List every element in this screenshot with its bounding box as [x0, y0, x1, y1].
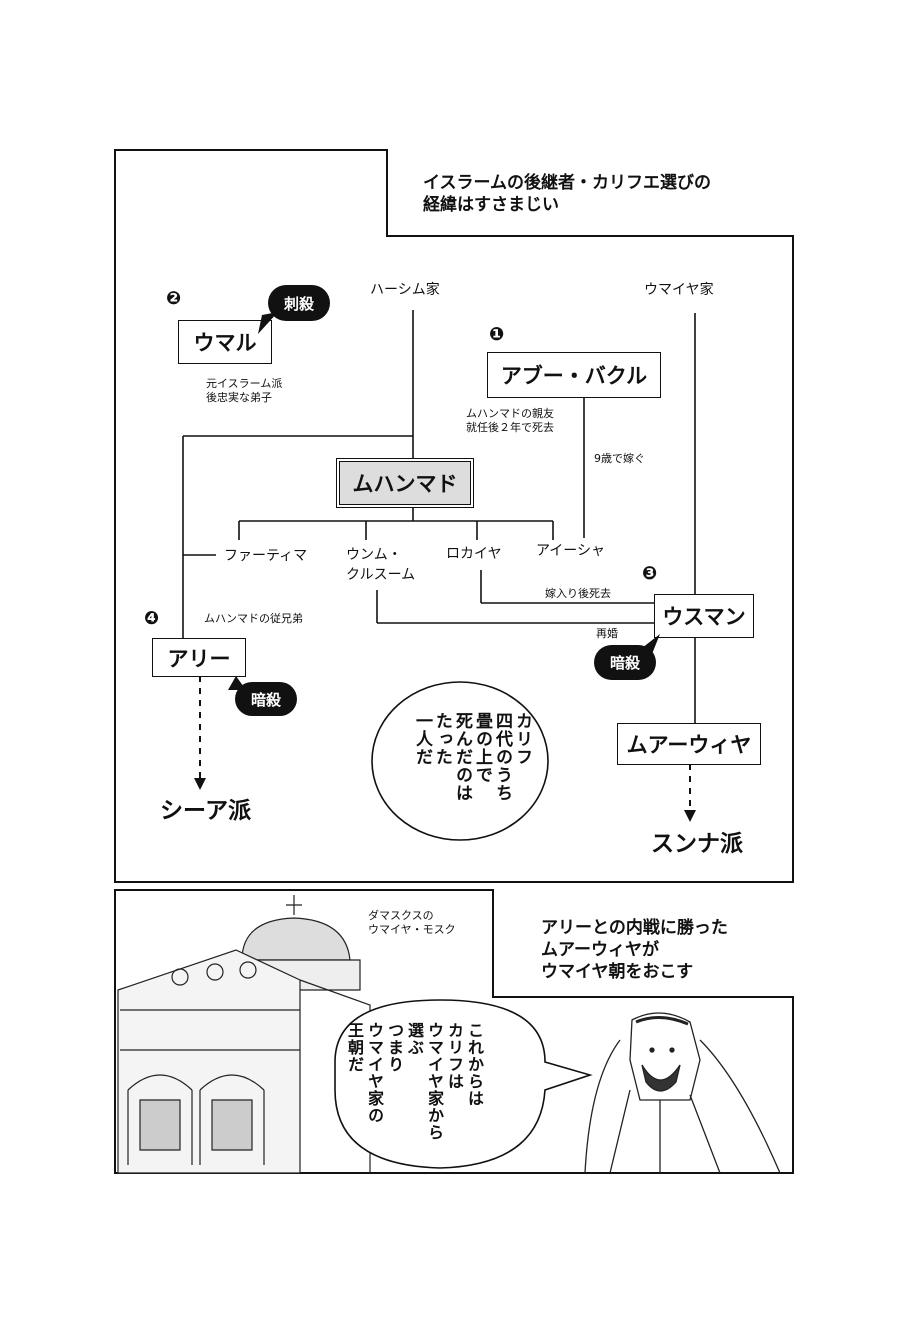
- sunni-sect-label: スンナ派: [651, 831, 743, 857]
- speech-line-2: カリフは: [445, 1022, 464, 1090]
- bubble-line-4: 死んだのは: [452, 712, 472, 802]
- muhammad-box: ムハンマド: [337, 459, 473, 507]
- mosque-label-line-2: ウマイヤ・モスク: [368, 923, 456, 936]
- bubble-line-3: 畳の上で: [472, 712, 492, 784]
- bubble-line-6: 一人だ: [412, 712, 432, 766]
- uthman-fate-badge: 暗殺: [594, 645, 656, 680]
- caliph-abu-bakr-box: アブー・バクル: [487, 352, 661, 398]
- umar-note-line-2: 後忠実な弟子: [206, 391, 272, 404]
- muawiya-box: ムアーウィヤ: [617, 723, 761, 765]
- abu-bakr-note-line-1: ムハンマドの親友: [466, 407, 554, 420]
- mosque-label-line-1: ダマスクスの: [368, 909, 434, 922]
- caliph-3-order-badge: ❸: [642, 563, 658, 584]
- bottom-caption-line-2: ムアーウィヤが: [541, 940, 659, 960]
- daughter-fatima-label: ファーティマ: [224, 548, 308, 564]
- mosque-illustration: [117, 895, 371, 1174]
- married-at-9-label: 9歳で嫁ぐ: [594, 452, 645, 465]
- top-caption-line-2: 経緯はすさまじい: [423, 195, 559, 215]
- caliph-4-order-badge: ❹: [144, 608, 160, 629]
- daughter-ruqayya-label: ロカイヤ: [446, 546, 502, 562]
- caliph-1-order-badge: ❶: [489, 324, 505, 345]
- umar-note: 元イスラーム派 後忠実な弟子: [206, 377, 282, 405]
- ali-note: ムハンマドの従兄弟: [204, 612, 303, 625]
- shia-sect-label: シーア派: [160, 798, 252, 824]
- speech-line-6: ウマイヤ家の: [365, 1022, 384, 1124]
- daughter-umm-kulthum-label: ウンム・ クルスーム: [346, 545, 415, 585]
- mosque-label: ダマスクスの ウマイヤ・モスク: [368, 909, 456, 937]
- caliph-umar-box: ウマル: [178, 320, 272, 364]
- bubble-line-5: たった: [432, 712, 452, 766]
- ali-fate-badge: 暗殺: [235, 682, 297, 716]
- remarried-label: 再婚: [596, 627, 618, 640]
- bottom-caption-line-3: ウマイヤ朝をおこす: [541, 962, 694, 982]
- umm-kulthum-line-2: クルスーム: [346, 567, 416, 583]
- speech-line-3: ウマイヤ家から: [425, 1022, 444, 1141]
- thought-bubble-text: カリフ 四代のうち 畳の上で 死んだのは たった 一人だ: [412, 712, 532, 822]
- bubble-line-2: 四代のうち: [492, 712, 512, 802]
- speech-line-5: つまり: [385, 1022, 404, 1073]
- abu-bakr-note: ムハンマドの親友 就任後２年で死去: [466, 407, 554, 435]
- speech-line-4: 選ぶ: [405, 1022, 424, 1056]
- umm-kulthum-line-1: ウンム・: [346, 547, 402, 563]
- family-umayya-label: ウマイヤ家: [644, 282, 714, 298]
- muawiya-figure: [584, 1012, 781, 1174]
- family-hashim-label: ハーシム家: [370, 282, 440, 298]
- speech-line-7: 王朝だ: [345, 1022, 364, 1073]
- caliph-uthman-box: ウスマン: [654, 594, 754, 638]
- caliph-ali-box: アリー: [152, 638, 246, 677]
- died-after-marriage-label: 嫁入り後死去: [545, 587, 611, 600]
- abu-bakr-note-line-2: 就任後２年で死去: [466, 421, 554, 434]
- caliph-2-order-badge: ❷: [166, 288, 182, 309]
- speech-line-1: これからは: [465, 1022, 484, 1107]
- umar-note-line-1: 元イスラーム派: [206, 377, 283, 390]
- bottom-caption: アリーとの内戦に勝った ムアーウィヤが ウマイヤ朝をおこす: [541, 917, 728, 983]
- speech-bubble-text: これからは カリフは ウマイヤ家から 選ぶ つまり ウマイヤ家の 王朝だ: [344, 1022, 484, 1154]
- top-caption-line-1: イスラームの後継者・カリフエ選びの: [423, 173, 711, 193]
- top-caption: イスラームの後継者・カリフエ選びの 経緯はすさまじい: [423, 172, 711, 216]
- bottom-caption-line-1: アリーとの内戦に勝った: [541, 918, 728, 938]
- daughter-aisha-label: アイーシャ: [536, 543, 606, 559]
- bubble-line-1: カリフ: [512, 712, 532, 766]
- umar-fate-badge: 刺殺: [268, 285, 330, 321]
